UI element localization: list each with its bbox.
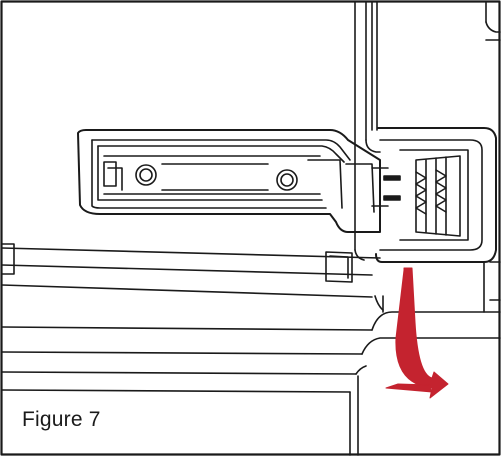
rotation-arrow-tip bbox=[385, 383, 433, 393]
lower-door-panel bbox=[1, 295, 501, 456]
hinge-block bbox=[371, 127, 497, 263]
figure-caption: Figure 7 bbox=[22, 408, 101, 431]
rotation-arrow bbox=[395, 267, 449, 399]
upper-door-panel bbox=[1, 1, 381, 298]
right-frame bbox=[483, 1, 501, 313]
hinge-plate bbox=[77, 129, 381, 233]
panel-corner-blocks bbox=[1, 243, 353, 283]
